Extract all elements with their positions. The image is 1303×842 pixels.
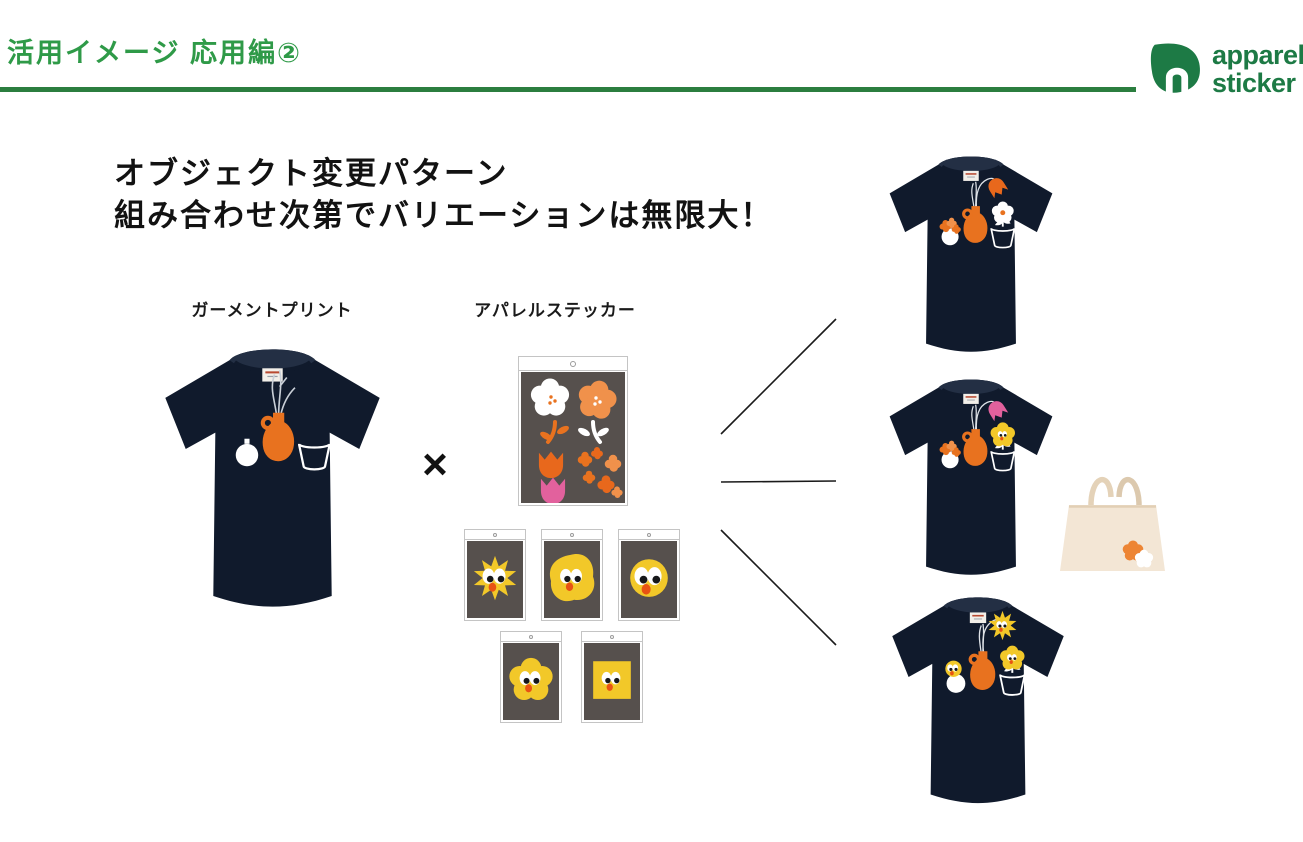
potted-white-flower [990,201,1016,249]
orange-tulip-sticker [538,451,564,479]
flower-sticker-sheet [518,356,628,506]
sheet-body [503,643,559,720]
sheet-body [584,643,640,720]
potted-yellow-flower-face [990,422,1016,472]
white-flower-sticker [530,378,570,416]
branch-stems [271,370,296,416]
sheet-header [542,530,602,540]
connector-line-middle [720,480,837,483]
page-title: 活用イメージ 応用編② [7,38,302,68]
apparel-sticker-logo-text: apparel sticker [1212,41,1303,97]
heading-line-1: オブジェクト変更パターン [114,156,509,191]
garment-print-label: ガーメントプリント [191,301,353,320]
circle-face-sticker-sheet [618,529,680,621]
pink-tulip-sticker [540,477,566,503]
white-stem-sticker [578,420,609,444]
ball-vase-with-flowers [939,217,961,246]
ball-vase-with-face [945,660,966,693]
square-face-sticker-sheet [581,631,643,723]
heading-line-2: 組み合わせ次第でバリエーションは無限大！ [114,198,774,233]
apparel-sticker-logo-icon [1150,43,1200,94]
sheet-body [544,541,600,618]
sheet-body [467,541,523,618]
sheet-header [619,530,679,540]
apparel-sticker-label: アパレルステッカー [474,301,636,320]
sheet-body [521,372,625,503]
orange-stem-sticker [540,420,569,444]
tote-handle-back [1088,476,1114,509]
header-divider-line [0,87,1136,92]
result-tshirt-sun-face [890,595,1066,805]
sheet-header [465,530,525,540]
connector-line-bottom [720,529,837,646]
logo-word-2: sticker [1212,68,1296,98]
connector-line-top [720,318,837,435]
flower-face-sticker-sheet [500,631,562,723]
hang-hole-icon [570,360,576,367]
hang-hole-icon [610,634,614,639]
tshirt-body [888,377,1054,577]
hang-hole-icon [529,634,533,639]
combination-connector-lines [720,318,837,646]
result-tshirt-orange-tulip [888,154,1054,354]
tshirt-body [888,154,1054,354]
hang-hole-icon [570,532,574,537]
hang-hole-icon [493,532,497,537]
orange-flower-sticker [574,376,620,422]
ball-vase-with-flowers [939,440,961,469]
small-flowers-stickers [577,447,623,498]
blob-face-sticker-sheet [541,529,603,621]
logo-word-1: apparel [1212,40,1303,70]
potted-yellow-flower-face [999,645,1026,696]
sheet-body [621,541,677,618]
ball-vase [235,438,259,467]
multiply-operator: × [422,440,448,489]
main-heading: オブジェクト変更パターン 組み合わせ次第でバリエーションは無限大！ [114,153,773,237]
result-tshirt-pink-tulip [888,377,1054,577]
sheet-header [519,357,627,371]
tote-bag-with-flower-stickers [1060,476,1165,571]
sheet-header [501,632,561,642]
sun-face-sticker-sheet [464,529,526,621]
hang-hole-icon [647,532,651,537]
tshirt-body [890,595,1066,805]
sheet-header [582,632,642,642]
tote-handle-front [1116,476,1142,509]
garment-print-tshirt [150,333,395,620]
